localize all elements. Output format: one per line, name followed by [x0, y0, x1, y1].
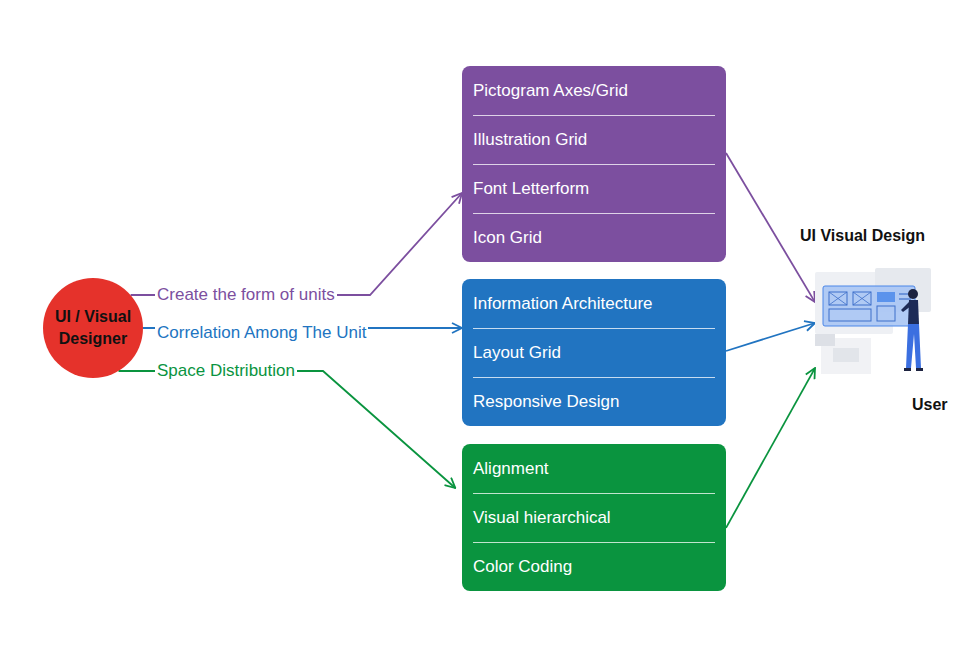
item-list-box: Information ArchitectureLayout GridRespo… [462, 279, 726, 426]
edge-label: Correlation Among The Unit [155, 322, 368, 344]
flow-arrow [119, 371, 456, 488]
item-text: Layout Grid [473, 343, 561, 363]
role-circle: UI / Visual Designer [43, 278, 143, 378]
edge-label: Create the form of units [155, 284, 337, 306]
list-row: Responsive Design [462, 377, 726, 426]
row-divider [473, 377, 715, 378]
figure-title: UI Visual Design [800, 227, 925, 245]
item-list-box: AlignmentVisual hierarchicalColor Coding [462, 444, 726, 591]
item-text: Alignment [473, 459, 549, 479]
flow-arrow [726, 368, 815, 528]
item-text: Information Architecture [473, 294, 653, 314]
item-text: Responsive Design [473, 392, 619, 412]
item-text: Illustration Grid [473, 130, 587, 150]
row-divider [473, 542, 715, 543]
row-divider [473, 328, 715, 329]
edge-label: Space Distribution [155, 360, 297, 382]
list-row: Alignment [462, 444, 726, 493]
item-text: Color Coding [473, 557, 572, 577]
item-text: Pictogram Axes/Grid [473, 81, 628, 101]
item-text: Visual hierarchical [473, 508, 611, 528]
list-row: Illustration Grid [462, 115, 726, 164]
list-row: Visual hierarchical [462, 493, 726, 542]
list-row: Layout Grid [462, 328, 726, 377]
item-text: Icon Grid [473, 228, 542, 248]
item-list-box: Pictogram Axes/GridIllustration GridFont… [462, 66, 726, 262]
row-divider [473, 115, 715, 116]
list-row: Font Letterform [462, 164, 726, 213]
row-divider [473, 164, 715, 165]
flow-arrow [726, 323, 815, 351]
figure-caption: User [912, 396, 948, 414]
item-text: Font Letterform [473, 179, 589, 199]
flow-arrow [131, 193, 462, 295]
role-label: UI / Visual Designer [51, 306, 135, 350]
row-divider [473, 213, 715, 214]
designer-illustration [815, 268, 935, 378]
list-row: Icon Grid [462, 213, 726, 262]
list-row: Color Coding [462, 542, 726, 591]
user-figure-node: UI Visual DesignUser [798, 222, 958, 422]
list-row: Information Architecture [462, 279, 726, 328]
list-row: Pictogram Axes/Grid [462, 66, 726, 115]
row-divider [473, 493, 715, 494]
